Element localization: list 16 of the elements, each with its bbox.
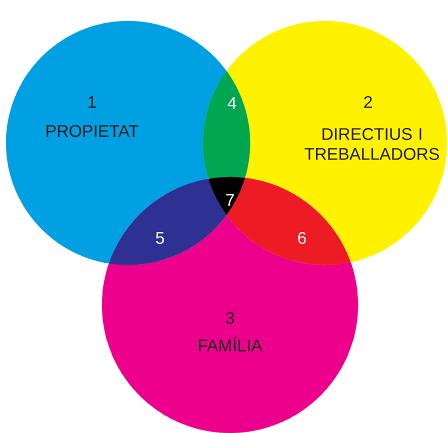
overlap-region xyxy=(208,176,246,216)
overlap-region xyxy=(108,178,226,266)
region-number: 4 xyxy=(228,97,236,109)
overlap-region xyxy=(226,178,351,266)
circle-label: 2 xyxy=(364,96,372,108)
venn-circle xyxy=(102,215,358,433)
region-number: 5 xyxy=(156,232,164,244)
region-number: 6 xyxy=(298,232,306,244)
circle-label: 3 xyxy=(226,312,234,324)
region-number: 7 xyxy=(226,194,234,206)
circle-label: DIRECTIUS I TREBALLADORS xyxy=(304,128,439,160)
circle-label: FAMÍLIA xyxy=(198,336,262,352)
circle-label: 1 xyxy=(88,96,96,108)
circle-label: PROPIETAT xyxy=(46,125,138,137)
overlap-region xyxy=(202,71,250,179)
venn-circle xyxy=(226,20,448,262)
